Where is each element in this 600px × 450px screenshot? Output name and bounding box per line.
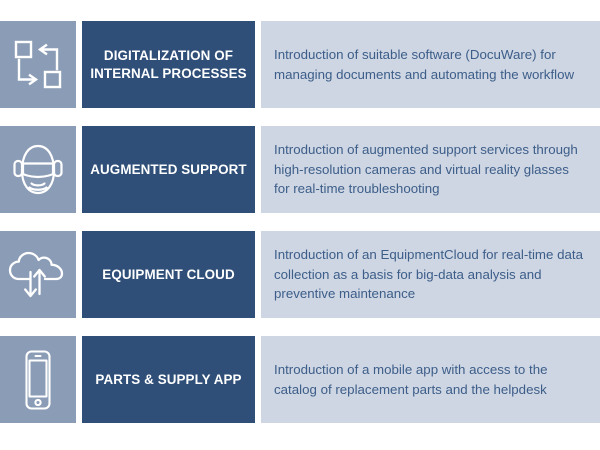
initiative-description: Introduction of suitable software (DocuW… <box>274 46 575 82</box>
initiative-description-tile: Introduction of suitable software (DocuW… <box>261 21 600 108</box>
initiative-title: AUGMENTED SUPPORT <box>90 161 247 177</box>
process-cycle-icon-tile <box>0 21 76 108</box>
initiative-row: EQUIPMENT CLOUD Introduction of an Equip… <box>0 231 600 318</box>
vr-headset-icon <box>10 141 66 199</box>
cloud-sync-icon-tile <box>0 231 76 318</box>
initiative-title-tile: DIGITALIZATION OF INTERNAL PROCESSES <box>82 21 255 108</box>
initiative-title-tile: EQUIPMENT CLOUD <box>82 231 255 318</box>
initiative-description-tile: Introduction of augmented support servic… <box>261 126 600 213</box>
initiative-title: EQUIPMENT CLOUD <box>102 266 235 282</box>
initiative-title-tile: AUGMENTED SUPPORT <box>82 126 255 213</box>
initiative-description: Introduction of an EquipmentCloud for re… <box>274 247 583 302</box>
process-cycle-icon <box>13 39 63 91</box>
initiative-description-tile: Introduction of a mobile app with access… <box>261 336 600 423</box>
smartphone-icon-tile <box>0 336 76 423</box>
initiative-title-tile: PARTS & SUPPLY APP <box>82 336 255 423</box>
initiative-row: DIGITALIZATION OF INTERNAL PROCESSES Int… <box>0 21 600 108</box>
cloud-sync-icon <box>8 249 68 301</box>
smartphone-icon <box>18 349 58 411</box>
initiative-description: Introduction of augmented support servic… <box>274 142 578 197</box>
initiative-title: DIGITALIZATION OF INTERNAL PROCESSES <box>90 47 247 81</box>
initiative-title: PARTS & SUPPLY APP <box>95 371 242 387</box>
initiative-description: Introduction of a mobile app with access… <box>274 361 548 397</box>
vr-headset-icon-tile <box>0 126 76 213</box>
initiative-row: PARTS & SUPPLY APP Introduction of a mob… <box>0 336 600 423</box>
initiative-row: AUGMENTED SUPPORT Introduction of augmen… <box>0 126 600 213</box>
initiative-description-tile: Introduction of an EquipmentCloud for re… <box>261 231 600 318</box>
